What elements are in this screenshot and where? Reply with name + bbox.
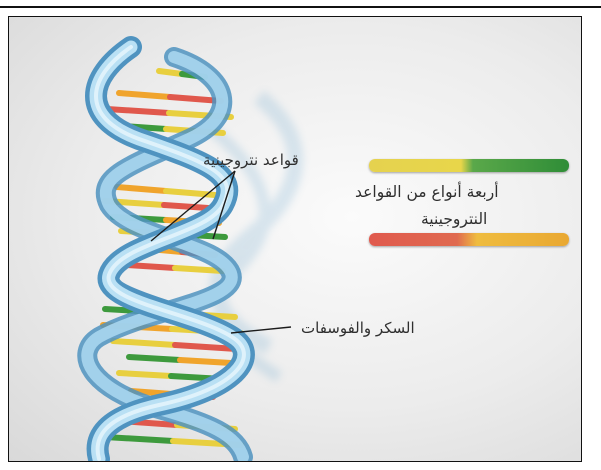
base-pair-1-left bbox=[159, 71, 182, 74]
base-pair-2-left bbox=[119, 93, 170, 97]
base-pair-3-left bbox=[107, 109, 169, 113]
base-pair-18-left bbox=[105, 437, 173, 441]
base-pair-15-left bbox=[119, 373, 171, 376]
label-nitrogen-bases: قواعد نتروجينية bbox=[203, 151, 299, 169]
base-pair-14-left bbox=[129, 357, 180, 360]
base-pair-13-left bbox=[113, 341, 175, 345]
label-sugar-phosphate: السكر والفوسفات bbox=[301, 319, 415, 337]
legend-bar-red-orange bbox=[369, 233, 569, 246]
base-pair-14-right bbox=[180, 360, 231, 363]
legend-bar-yellow-green bbox=[369, 159, 569, 172]
label-four-types-line2: النتروجينية bbox=[421, 210, 487, 228]
base-pair-10-left bbox=[127, 265, 175, 268]
label-four-types-line1: أربعة أنواع من القواعد bbox=[355, 183, 499, 201]
top-rule bbox=[0, 6, 601, 8]
base-pair-5-left bbox=[117, 187, 166, 191]
dna-figure: قواعد نتروجينية أربعة أنواع من القواعد ا… bbox=[8, 16, 582, 462]
